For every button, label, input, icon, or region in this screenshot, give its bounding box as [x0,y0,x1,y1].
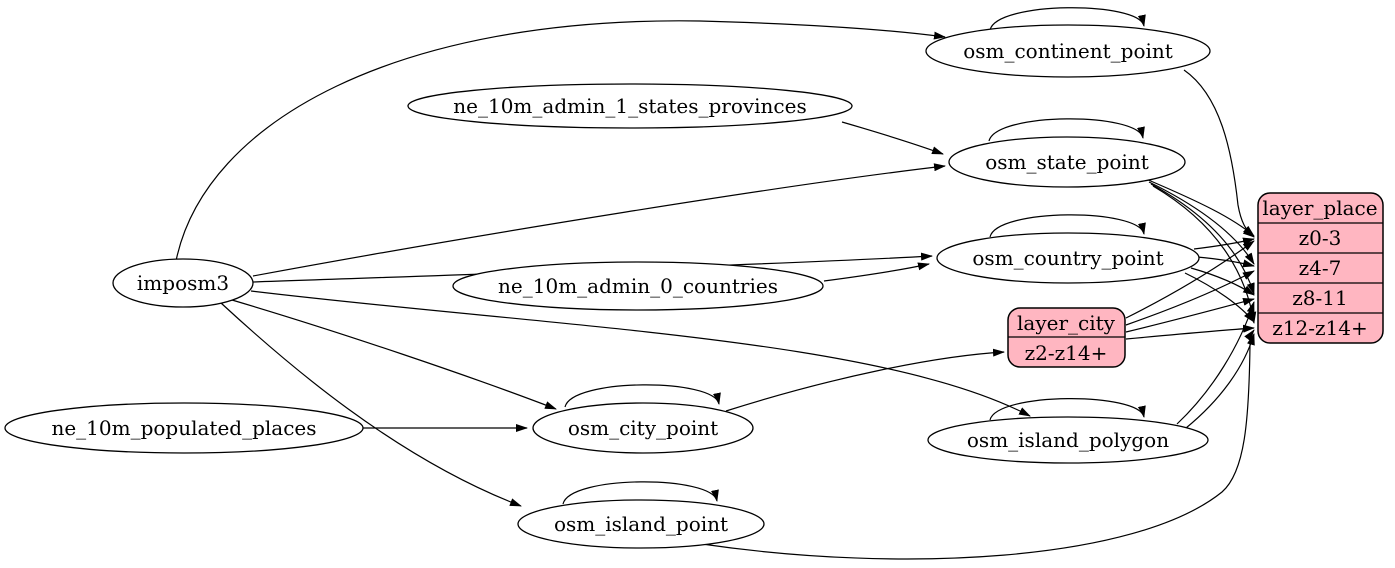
node-osm_continent_point: osm_continent_point [925,24,1211,78]
loop-osm_island_point [562,481,719,505]
edge-osm_state_point-layer_place-z0-3 [1145,178,1255,237]
osm_state_point-label: osm_state_point [985,150,1149,174]
imposm3-label: imposm3 [137,271,229,295]
edge-osm_country_point-layer_place-z12-z14 [1184,272,1255,323]
node-osm_island_polygon: osm_island_polygon [927,416,1209,464]
osm_island_polygon-shape [927,416,1209,464]
edge-imposm3-osm_island_point [220,302,522,507]
edge-osm_state_point-layer_place-z8-11 [1150,183,1255,295]
layer_place-row-z12-z14: z12-z14+ [1272,316,1368,340]
imposm3-shape [112,258,254,308]
node-ne_10m_admin_0_countries: ne_10m_admin_0_countries [452,261,824,311]
edge-osm_state_point-layer_place-z4-7 [1148,181,1255,265]
loop-osm_country_point [989,214,1146,238]
edge-ne_10m_admin_1_states_provinces-osm_state_point [841,121,944,155]
edge-imposm3-osm_state_point [252,163,946,277]
layer_place-row-z8-11: z8-11 [1292,286,1347,310]
layer_place-row-z0-3: z0-3 [1299,226,1342,250]
loop-osm_state_point [988,118,1145,142]
edge-osm_island_polygon-layer_place-z8-11 [1176,301,1255,425]
edge-layer_city-layer_place-z4-7 [1125,270,1255,326]
edge-osm_city_point-layer_city-z2 [725,348,1005,412]
edge-imposm3-osm_continent_point [175,20,946,262]
node-osm_country_point: osm_country_point [936,232,1200,284]
node-osm_city_point: osm_city_point [532,402,754,454]
osm_island_point-shape [517,499,765,549]
edges-group [175,7,1257,560]
edge-osm_island_point-layer_place-z12-z14 [701,329,1255,560]
ne_10m_populated_places-label: ne_10m_populated_places [51,416,316,440]
edge-osm_country_point-layer_place-z8-11 [1190,267,1255,296]
osm_island_point-label: osm_island_point [554,512,728,536]
edge-layer_city-layer_place-z12-z14 [1125,324,1255,340]
edge-imposm3-osm_city_point [231,299,557,410]
layer_city-row-z2-z14: z2-z14+ [1025,341,1108,365]
osm_city_point-shape [532,402,754,454]
node-osm_state_point: osm_state_point [948,136,1186,188]
edge-layer_city-layer_place-z0-3 [1125,240,1255,319]
loop-osm_city_point [564,384,721,408]
loop-osm_island_polygon [989,398,1146,421]
layer_place-title: layer_place [1262,196,1377,220]
osm_country_point-shape [936,232,1200,284]
edge-imposm3-osm_island_polygon [250,290,1031,417]
osm_state_point-shape [948,136,1186,188]
node-ne_10m_populated_places: ne_10m_populated_places [4,402,364,454]
node-layer_place: layer_place z0-3 z4-7 z8-11 z12-z14+ [1257,192,1384,344]
node-imposm3: imposm3 [112,258,254,308]
node-ne_10m_admin_1_states_provinces: ne_10m_admin_1_states_provinces [407,83,853,129]
osm_country_point-label: osm_country_point [972,246,1163,270]
osm_city_point-label: osm_city_point [568,416,718,440]
edge-osm_country_point-layer_place-z4-7 [1196,256,1255,268]
ne_10m_admin_1_states_provinces-label: ne_10m_admin_1_states_provinces [453,94,806,118]
layer_place-row-z4-7: z4-7 [1299,256,1342,280]
node-layer_city: layer_city z2-z14+ [1007,307,1126,368]
ne_10m_admin_1_states_provinces-shape [407,83,853,129]
ne_10m_populated_places-shape [4,402,364,454]
ne_10m_admin_0_countries-shape [452,261,824,311]
osm_island_polygon-label: osm_island_polygon [967,428,1169,452]
osm_continent_point-shape [925,24,1211,78]
osm_continent_point-label: osm_continent_point [963,39,1173,63]
edge-ne_10m_admin_0_countries-osm_country_point [823,262,930,282]
layer_place-shape [1257,192,1384,344]
layer_city-title: layer_city [1017,311,1116,335]
ne_10m_admin_0_countries-label: ne_10m_admin_0_countries [498,274,778,298]
edge-osm_country_point-layer_place-z0-3 [1193,237,1255,250]
loop-osm_continent_point [989,7,1146,31]
edge-layer_city-layer_place-z8-11 [1125,297,1255,333]
edge-osm_island_polygon-layer_place-z12-z14 [1185,333,1255,429]
node-osm_island_point: osm_island_point [517,499,765,549]
